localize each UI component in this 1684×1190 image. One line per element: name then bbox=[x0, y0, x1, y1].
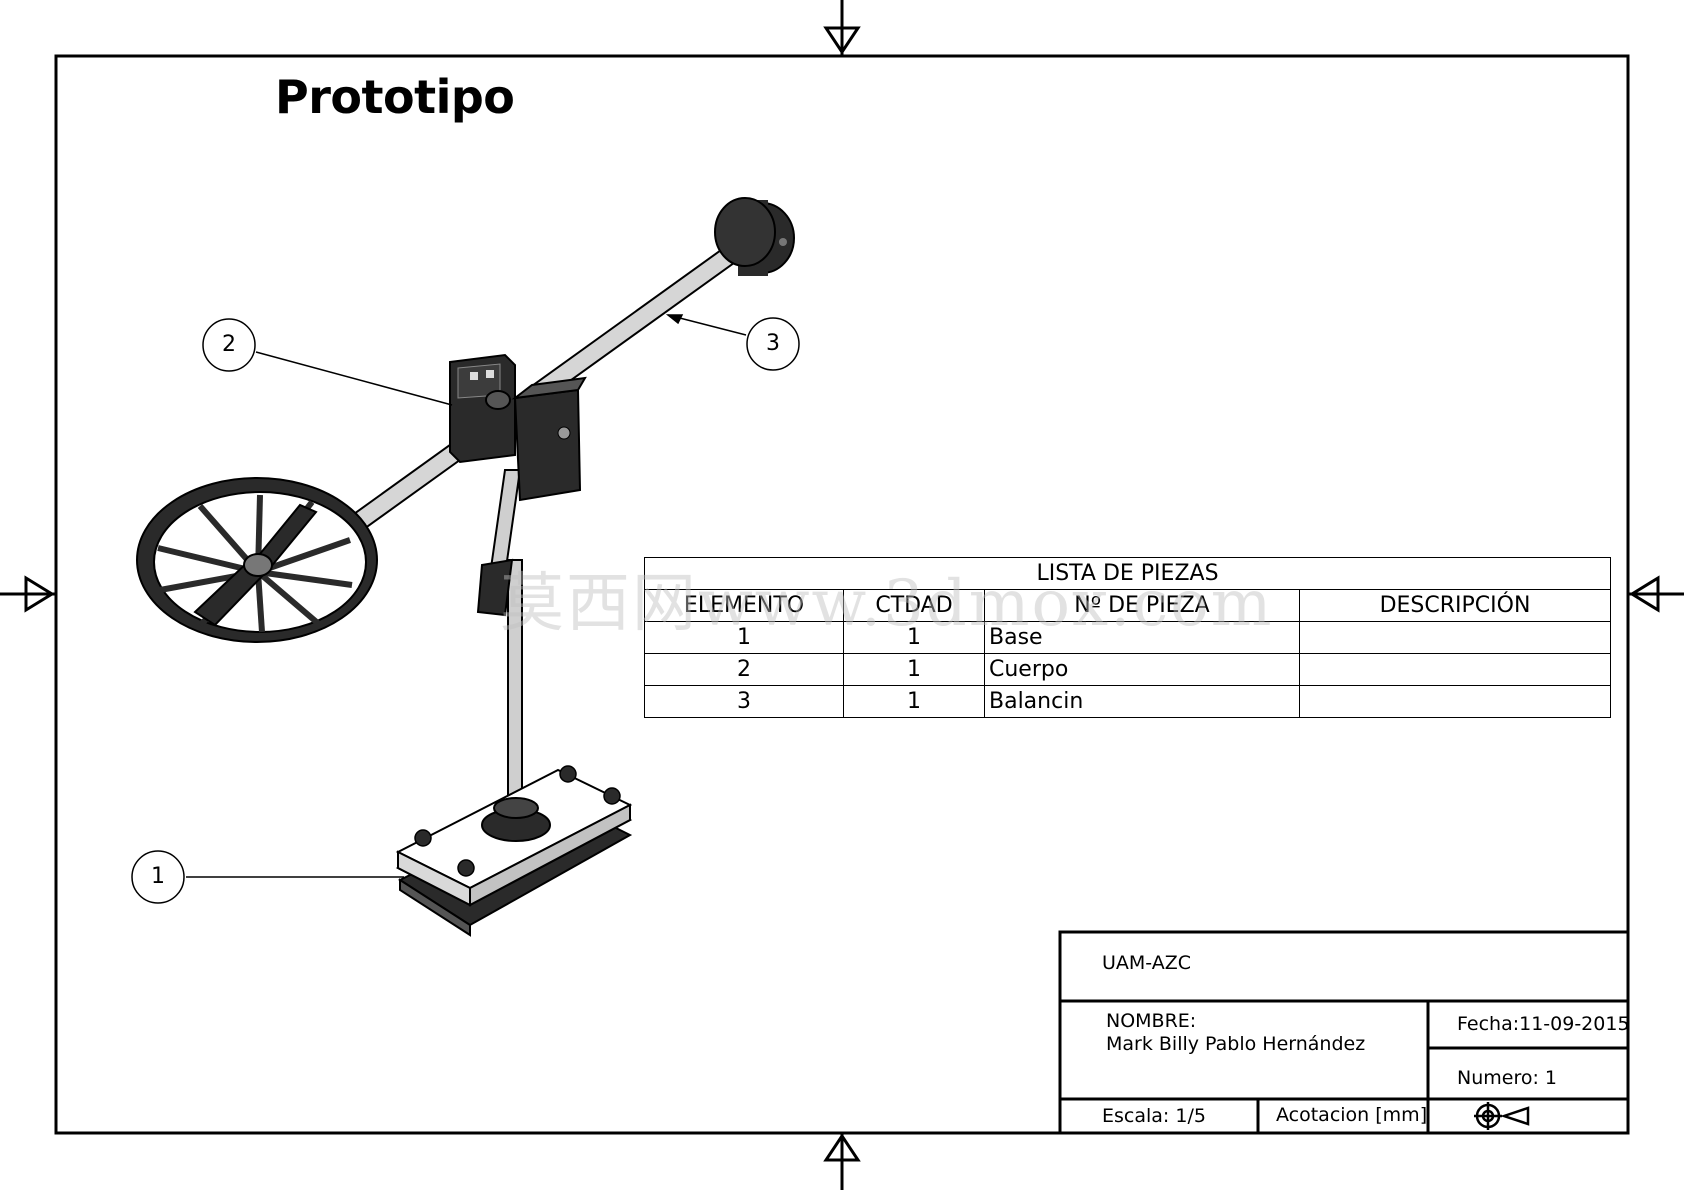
balloon-2-circle bbox=[202, 318, 256, 372]
cell-pieza: Balancin bbox=[984, 685, 1300, 718]
prototype-illustration bbox=[136, 197, 795, 937]
balloon-leaders bbox=[186, 314, 747, 878]
table-row: 3 1 Balancin bbox=[644, 685, 1611, 718]
cell-descripcion bbox=[1299, 621, 1611, 654]
base-assembly bbox=[395, 765, 633, 937]
parts-list-table: LISTA DE PIEZAS ELEMENTO CTDAD Nº DE PIE… bbox=[644, 557, 1611, 718]
title-block-frame bbox=[1058, 930, 1630, 1135]
balloon-3-label: 3 bbox=[766, 331, 780, 356]
institution-label: UAM-AZC bbox=[1102, 952, 1192, 974]
counterweight bbox=[714, 197, 795, 276]
balloon-2-label: 2 bbox=[222, 332, 236, 357]
first-angle-projection-icon bbox=[1474, 1102, 1530, 1130]
name-label: NOMBRE: bbox=[1106, 1010, 1197, 1032]
parts-list-title: LISTA DE PIEZAS bbox=[644, 557, 1611, 590]
cell-pieza: Cuerpo bbox=[984, 653, 1300, 686]
cell-ctdad: 1 bbox=[843, 685, 985, 718]
name-value: Mark Billy Pablo Hernández bbox=[1106, 1033, 1366, 1055]
post-clamp bbox=[476, 558, 514, 617]
cell-ctdad: 1 bbox=[843, 653, 985, 686]
body-blocks bbox=[449, 353, 587, 502]
date-field: Fecha:11-09-2015 bbox=[1457, 1013, 1630, 1035]
units-field: Acotacion [mm] bbox=[1276, 1104, 1428, 1126]
propeller-guard bbox=[136, 477, 378, 643]
balloon-1-label: 1 bbox=[151, 864, 165, 889]
balloon-1-circle bbox=[131, 850, 185, 904]
watermark-text: 莫西网www.3dmox.com bbox=[500, 567, 1274, 641]
cell-elemento: 3 bbox=[644, 685, 844, 718]
cell-descripcion bbox=[1299, 685, 1611, 718]
table-row: 2 1 Cuerpo bbox=[644, 653, 1611, 686]
drawing-title: Prototipo bbox=[275, 70, 515, 124]
number-field: Numero: 1 bbox=[1457, 1067, 1558, 1089]
cell-elemento: 2 bbox=[644, 653, 844, 686]
balloon-3-circle bbox=[746, 317, 800, 371]
cell-descripcion bbox=[1299, 653, 1611, 686]
header-descripcion: DESCRIPCIÓN bbox=[1299, 589, 1611, 622]
scale-field: Escala: 1/5 bbox=[1102, 1105, 1206, 1127]
